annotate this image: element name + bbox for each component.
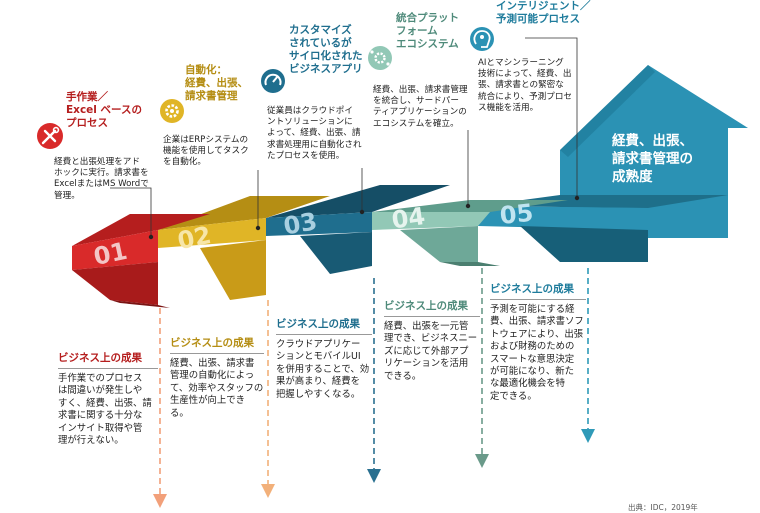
outcome-1-title: ビジネス上の成果 — [58, 352, 142, 364]
step-5-outcome: ビジネス上の成果 予測を可能にする経費、出張、請求書ソフトウェアにより、出張およ… — [490, 283, 590, 403]
wrench-screwdriver-icon — [37, 123, 63, 149]
step-1-number: 01 — [91, 237, 129, 271]
step-4-number: 04 — [390, 202, 427, 234]
outcome-5-text: 予測を可能にする経費、出張、請求書ソフトウェアにより、出張および財務のためのスマ… — [490, 304, 584, 402]
step-2-description: 企業はERPシステムの機能を使用してタスクを自動化。 — [163, 135, 249, 168]
outcome-3-title: ビジネス上の成果 — [276, 318, 360, 330]
outcome-5-title: ビジネス上の成果 — [490, 283, 574, 295]
step-3-title: カスタマイズされているがサイロ化されたビジネスアプリ — [289, 24, 363, 75]
step-2-title: 自動化：経費、出張、請求書管理 — [185, 64, 248, 102]
gear-icon — [160, 99, 184, 123]
outcome-2-title: ビジネス上の成果 — [170, 337, 254, 349]
step-2-outcome: ビジネス上の成果 経費、出張、請求書管理の自動化によって、効率やスタッフの生産性… — [170, 337, 266, 420]
outcome-4-title: ビジネス上の成果 — [384, 300, 468, 312]
step-1-title: 手作業／Excel ベースのプロセス — [66, 91, 143, 129]
step-4-outcome: ビジネス上の成果 経費、出張を一元管理でき、ビジネスニーズに応じて外部アプリケー… — [384, 300, 482, 383]
step-2-block — [158, 196, 330, 300]
step-4-description: 経費、出張、請求書管理を統合し、サードパーティアプリケーションのエコシステムを確… — [373, 85, 468, 129]
gauge-icon — [261, 69, 285, 93]
step-1-block — [72, 214, 210, 308]
outcome-divider — [384, 316, 480, 317]
step-3-number: 03 — [281, 207, 319, 240]
outcome-divider — [170, 353, 264, 354]
step-3-description: 従業員はクラウドポイントソリューションによって、経費、出張、請求書処理用に自動化… — [267, 106, 362, 161]
maturity-label: 経費、出張、請求書管理の成熟度 — [612, 133, 693, 185]
outcome-divider — [58, 368, 158, 369]
source-note: 出典：IDC，2019年 — [628, 503, 698, 512]
outcome-1-text: 手作業でのプロセスは間違いが発生しやすく、経費、出張、請求書に関する十分なインサ… — [58, 373, 152, 447]
step-5-number: 05 — [498, 199, 534, 230]
step-5-block — [478, 195, 728, 262]
outcome-2-text: 経費、出張、請求書管理の自動化によって、効率やスタッフの生産性が向上できる。 — [170, 358, 264, 419]
step-5-description: AIとマシンラーニング技術によって、経費、出張、請求書との緊密な統合により、予測… — [478, 58, 573, 113]
step-4-block — [372, 200, 568, 266]
step-5-title: インテリジェント／予測可能プロセス — [496, 0, 591, 25]
gear-network-icon — [368, 46, 392, 70]
outcome-4-text: 経費、出張を一元管理でき、ビジネスニーズに応じて外部アプリケーションを活用できる… — [384, 321, 478, 382]
ai-brain-icon — [470, 27, 494, 51]
step-4-title: 統合プラットフォームエコシステム — [396, 12, 459, 50]
outcome-divider — [276, 334, 372, 335]
outcome-divider — [490, 299, 586, 300]
step-3-block — [266, 185, 450, 274]
step-2-number: 02 — [175, 221, 213, 255]
step-1-outcome: ビジネス上の成果 手作業でのプロセスは間違いが発生しやすく、経費、出張、請求書に… — [58, 352, 162, 447]
